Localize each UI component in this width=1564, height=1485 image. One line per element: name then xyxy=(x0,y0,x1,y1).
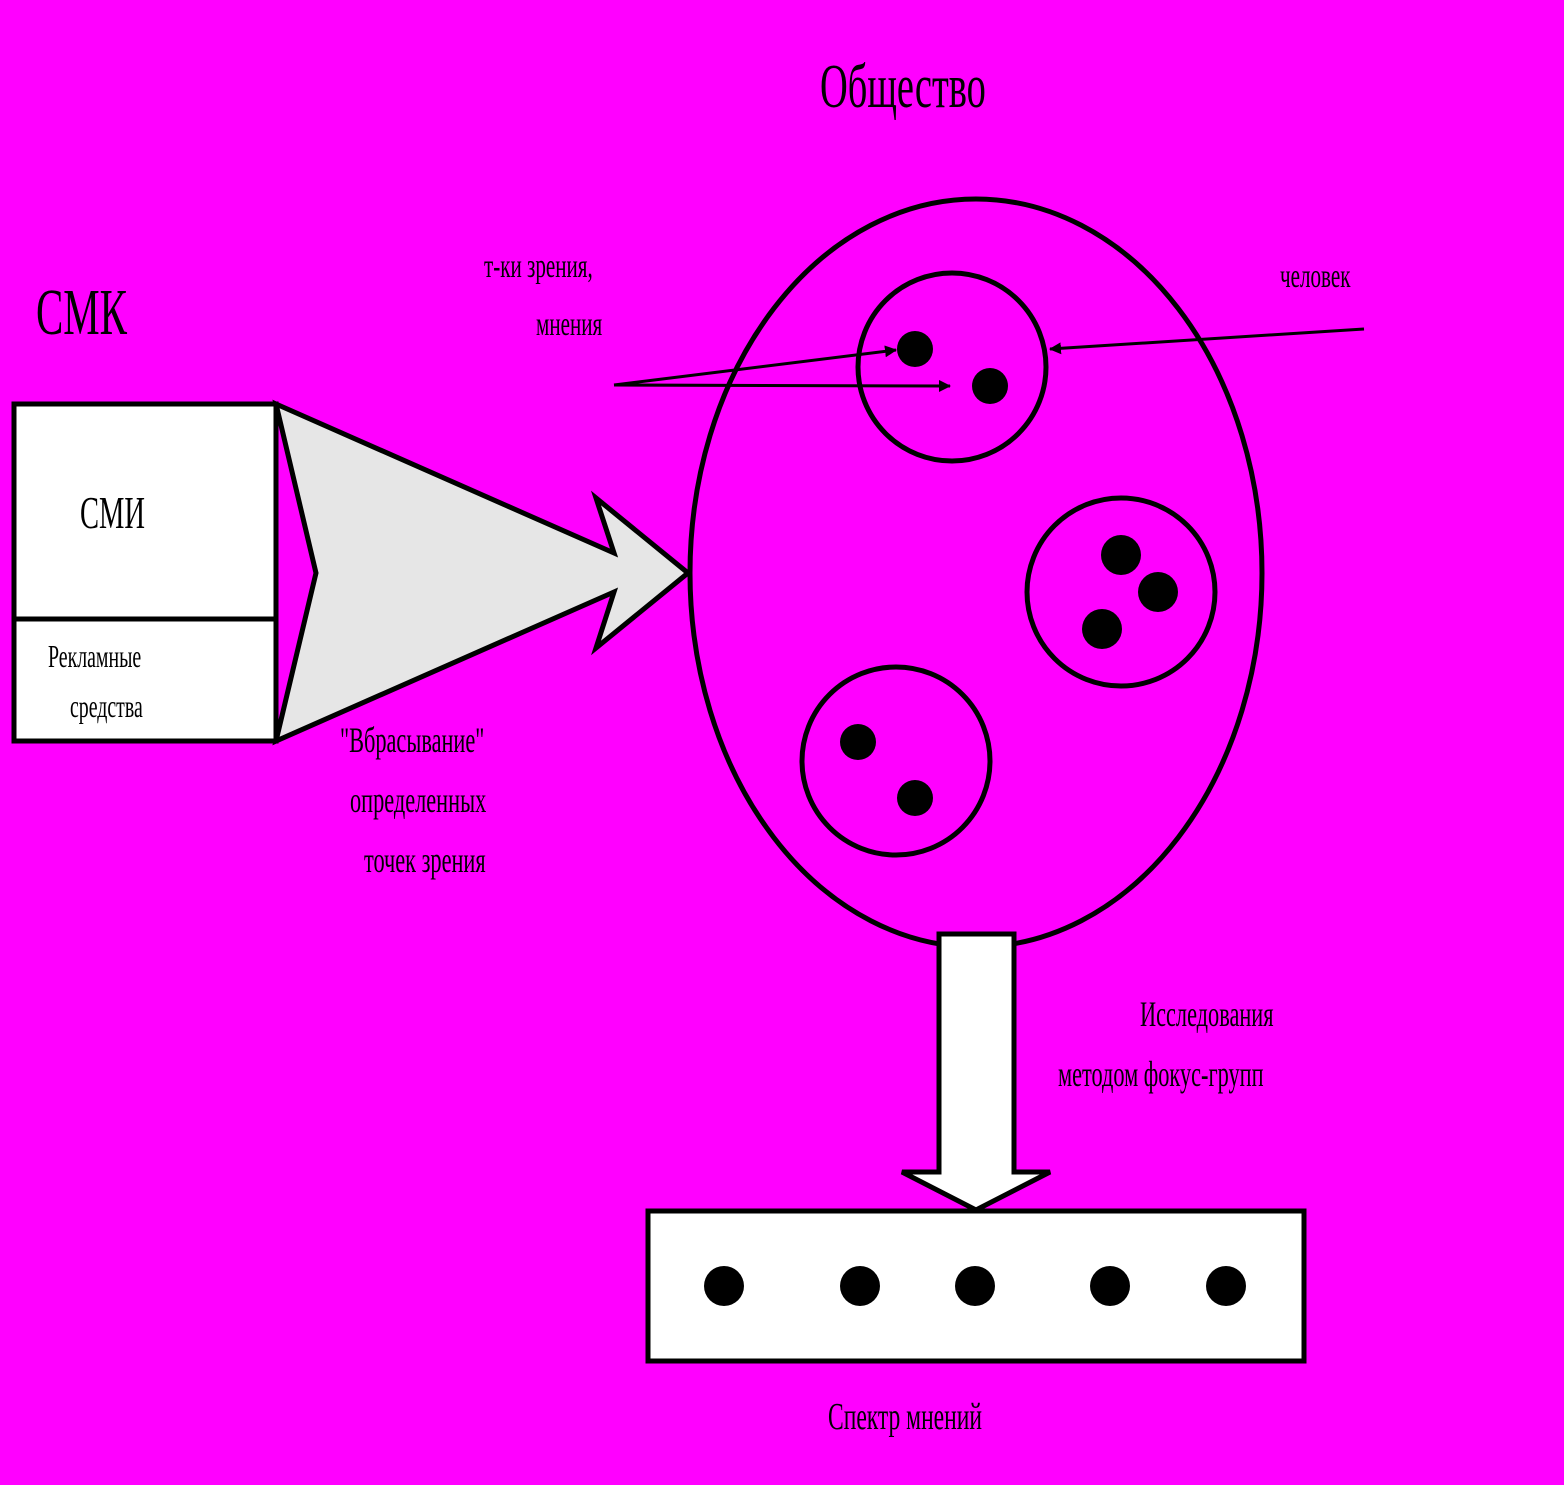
injection-funnel-arrow xyxy=(272,399,692,746)
opinion-dot xyxy=(972,368,1008,404)
viewpoint-arrow-upper xyxy=(613,345,897,387)
group-circle-right xyxy=(1024,495,1218,689)
research-label-line1: Исследования xyxy=(1140,994,1274,1034)
opinion-dot xyxy=(1138,572,1178,612)
viewpoints-label-line1: т-ки зрения, xyxy=(484,248,593,285)
spectrum-dot xyxy=(1206,1266,1246,1306)
smk-label: СМК xyxy=(36,276,127,349)
group-circle-bottom xyxy=(799,664,993,858)
opinion-dot xyxy=(1101,535,1141,575)
spectrum-dot xyxy=(704,1266,744,1306)
society-title: Общество xyxy=(820,53,986,121)
smk-box xyxy=(11,401,279,744)
injection-label-line3: точек зрения xyxy=(364,840,486,880)
opinion-dot xyxy=(840,724,876,760)
spectrum-dot xyxy=(840,1266,880,1306)
research-label-line2: методом фокус-групп xyxy=(1058,1054,1264,1094)
viewpoints-label-line2: мнения xyxy=(536,306,603,343)
opinion-dot xyxy=(897,780,933,816)
spectrum-label: Спектр мнений xyxy=(828,1396,982,1438)
spectrum-dot xyxy=(955,1266,995,1306)
injection-label-line2: определенных xyxy=(350,780,487,820)
society-ellipse xyxy=(687,196,1265,950)
group-circle-top xyxy=(855,270,1049,464)
research-down-arrow xyxy=(900,931,1052,1213)
injection-label-line1: "Вбрасывание" xyxy=(340,720,485,760)
person-label: человек xyxy=(1280,258,1351,295)
smi-label: СМИ xyxy=(80,487,145,538)
person-arrow xyxy=(1049,327,1365,355)
opinion-dot xyxy=(1082,609,1122,649)
spectrum-dot xyxy=(1090,1266,1130,1306)
ads-label-line2: средства xyxy=(70,688,143,724)
ads-label-line1: Рекламные xyxy=(48,638,142,674)
opinion-dot xyxy=(897,331,933,367)
viewpoint-arrow-lower xyxy=(613,379,951,392)
